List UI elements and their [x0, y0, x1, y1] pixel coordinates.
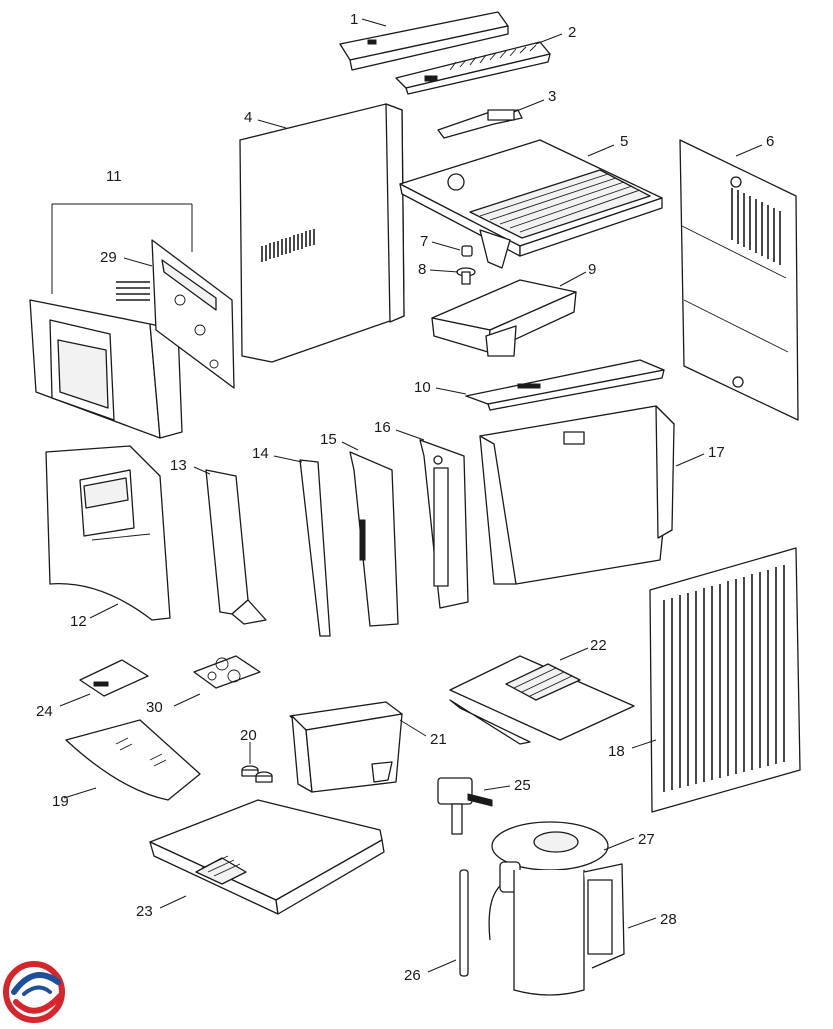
part-15-side-trim: [349, 451, 399, 627]
label-part-14: 14: [252, 445, 269, 462]
part-14-panel: [299, 459, 331, 637]
part-11-front-panel: [29, 203, 193, 439]
label-part-13: 13: [170, 457, 187, 474]
part-9-funnel: [431, 279, 577, 357]
part-20-discs: [241, 765, 273, 783]
label-part-21: 21: [430, 731, 447, 748]
part-7-screw: [461, 245, 473, 257]
label-part-2: 2: [568, 24, 576, 41]
label-part-10: 10: [414, 379, 431, 396]
label-part-24: 24: [36, 703, 53, 720]
part-18-grille-panel: [649, 547, 801, 813]
label-part-26: 26: [404, 967, 421, 984]
part-29-circuit-board: [151, 239, 235, 389]
part-4-side-panel: [239, 103, 405, 363]
part-labels: 1 2 3 4 5 6 7 8 9 10 11 29 12 13 14 15 1…: [36, 11, 774, 984]
label-part-3: 3: [548, 88, 556, 105]
part-16-side-trim: [419, 439, 469, 609]
part-28-carafe-jug: [513, 863, 625, 996]
label-part-6: 6: [766, 133, 774, 150]
part-6-rear-panel: [679, 139, 799, 421]
part-13-bracket: [205, 469, 267, 625]
part-30-filter-pad: [193, 655, 261, 689]
label-part-20: 20: [240, 727, 257, 744]
label-part-19: 19: [52, 793, 69, 810]
label-part-23: 23: [136, 903, 153, 920]
part-26-tube: [459, 869, 469, 977]
part-25-valve: [437, 777, 493, 835]
part-2-grille-strip: [395, 41, 551, 95]
label-part-12: 12: [70, 613, 87, 630]
leader-lines: [59, 18, 763, 973]
part-27-carafe-lid: [488, 821, 609, 941]
label-part-17: 17: [708, 444, 725, 461]
part-5-drip-frame: [399, 139, 663, 269]
label-part-18: 18: [608, 743, 625, 760]
label-part-9: 9: [588, 261, 596, 278]
label-part-29: 29: [100, 249, 117, 266]
label-part-7: 7: [420, 233, 428, 250]
label-part-15: 15: [320, 431, 337, 448]
label-part-27: 27: [638, 831, 655, 848]
brand-logo-icon: [3, 961, 65, 1023]
part-3-lever: [437, 109, 523, 139]
label-part-25: 25: [514, 777, 531, 794]
label-part-16: 16: [374, 419, 391, 436]
label-part-5: 5: [620, 133, 628, 150]
label-part-4: 4: [244, 109, 252, 126]
label-part-28: 28: [660, 911, 677, 928]
part-23-drip-tray: [149, 799, 385, 915]
part-22-tray-frame: [449, 655, 635, 745]
part-17-water-tank: [479, 405, 675, 585]
part-21-bin: [289, 701, 403, 793]
label-part-8: 8: [418, 261, 426, 278]
part-8-nozzle: [456, 267, 476, 285]
label-part-30: 30: [146, 699, 163, 716]
part-10-bar: [465, 359, 665, 411]
part-19-drip-plate: [65, 719, 201, 801]
label-part-1: 1: [350, 11, 358, 28]
label-part-11: 11: [106, 168, 122, 185]
part-24-clip: [79, 659, 149, 697]
label-part-22: 22: [590, 637, 607, 654]
part-1-top-lid: [339, 11, 509, 71]
part-12-housing: [45, 445, 171, 621]
